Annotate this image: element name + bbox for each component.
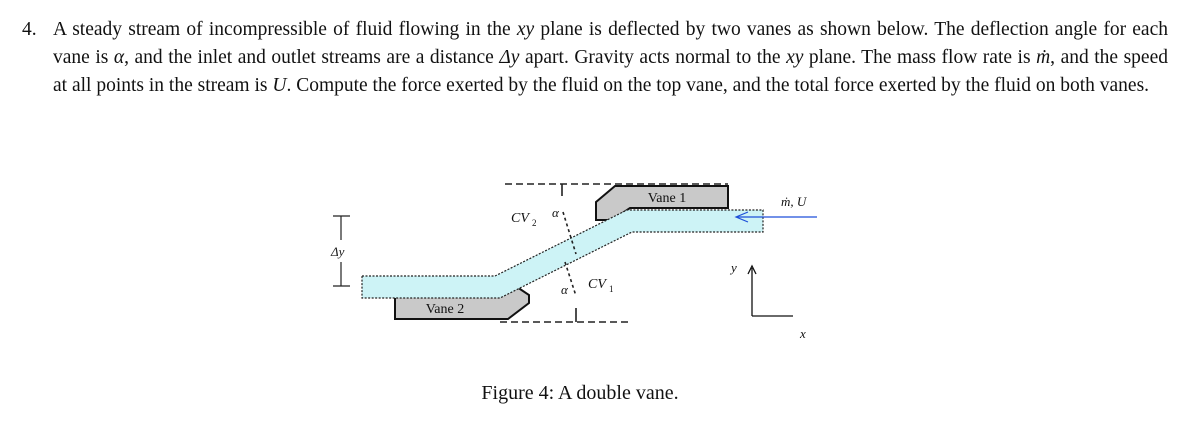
- math-delta-y: Δy: [499, 47, 520, 68]
- figure-caption: Figure 4: A double vane.: [481, 382, 679, 404]
- text-segment: A steady stream of incompressible of flu…: [53, 19, 517, 40]
- text-segment: , and the speed at all points in the str…: [53, 47, 1168, 96]
- inlet-arrow-icon: [734, 211, 817, 223]
- math-xy: xy: [516, 19, 535, 40]
- problem-number: 4.: [22, 19, 37, 40]
- y-axis-label: y: [729, 260, 737, 275]
- vane-1-shape: [595, 185, 729, 221]
- svg-text:CV: CV: [511, 211, 530, 226]
- alpha-bottom-label: α: [561, 282, 569, 297]
- problem-text: A steady stream of incompressible of flu…: [53, 16, 1168, 100]
- fluid-stream: [361, 209, 764, 299]
- cv2-label: CV 2: [511, 211, 537, 228]
- double-vane-figure: Δy Vane 2 Vane 1 CV 2 α α CV 1 ṁ, U y x: [330, 183, 817, 341]
- vane-1-label: Vane 1: [648, 191, 687, 206]
- axes-icon: [747, 264, 793, 317]
- math-U: U: [272, 75, 287, 96]
- alpha-top-label: α: [552, 205, 560, 220]
- vane-2-label: Vane 2: [426, 302, 465, 317]
- text-segment: plane. The mass flow rate is: [803, 47, 1037, 68]
- text-segment: . Compute the force exerted by the fluid…: [286, 75, 1150, 96]
- math-mdot: ṁ: [1036, 47, 1051, 68]
- inlet-label: ṁ, U: [781, 194, 808, 209]
- svg-text:2: 2: [532, 218, 537, 228]
- math-xy: xy: [786, 47, 804, 68]
- x-axis-label: x: [799, 326, 806, 341]
- delta-y-label: Δy: [330, 244, 345, 259]
- text-segment: apart. Gravity acts normal to the: [519, 47, 787, 68]
- text-segment: plane is deflected by two vanes as shown…: [53, 19, 1168, 68]
- problem-statement: 4. A steady stream of incompressible of …: [22, 16, 1168, 100]
- cv1-label: CV 1: [588, 277, 614, 294]
- math-alpha: α: [113, 47, 125, 68]
- svg-text:CV: CV: [588, 277, 607, 292]
- control-volume-boundaries: [500, 183, 728, 323]
- delta-y-dimension: [333, 215, 350, 287]
- svg-text:1: 1: [609, 284, 614, 294]
- text-segment: , and the inlet and outlet streams are a…: [124, 47, 500, 68]
